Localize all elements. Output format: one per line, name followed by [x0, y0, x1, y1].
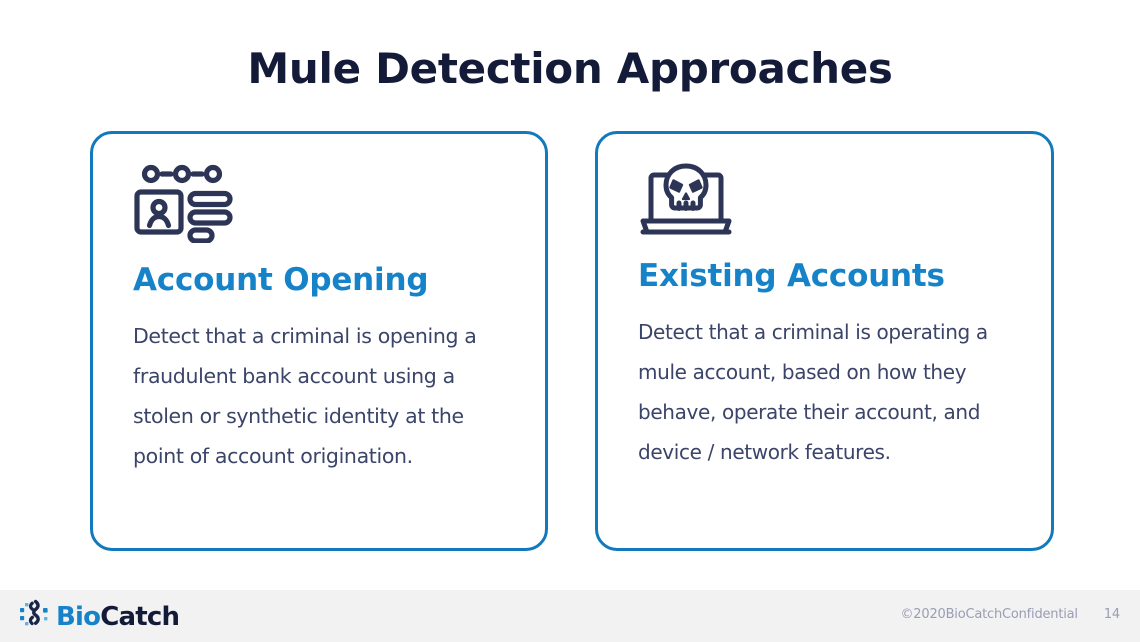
card-body-account-opening: Detect that a criminal is opening a frau… — [133, 324, 477, 468]
laptop-skull-icon — [638, 163, 734, 248]
icon-container — [133, 162, 519, 248]
footer-bar: BioCatch ©2020BioCatchConfidential 14 — [0, 590, 1140, 642]
card-heading-account-opening: Account Opening — [133, 262, 429, 298]
card-existing-accounts: Existing Accounts Detect that a criminal… — [595, 131, 1054, 551]
biocatch-logo-mark — [18, 599, 52, 634]
icon-container — [638, 162, 1025, 248]
footer-right: ©2020BioCatchConfidential 14 — [901, 607, 1121, 622]
page-number: 14 — [1103, 607, 1120, 622]
account-registration-icon — [133, 163, 233, 248]
card-account-opening: Account Opening Detect that a criminal i… — [90, 131, 548, 551]
logo-text-catch: Catch — [100, 601, 180, 632]
copyright-text: ©2020BioCatchConfidential — [900, 607, 1079, 622]
card-body-existing-accounts: Detect that a criminal is operating a mu… — [638, 320, 988, 464]
logo-text-bio: Bio — [56, 601, 101, 632]
card-heading-existing-accounts: Existing Accounts — [638, 258, 945, 294]
page-title: Mule Detection Approaches — [247, 44, 893, 93]
biocatch-logo: BioCatch — [18, 599, 180, 634]
